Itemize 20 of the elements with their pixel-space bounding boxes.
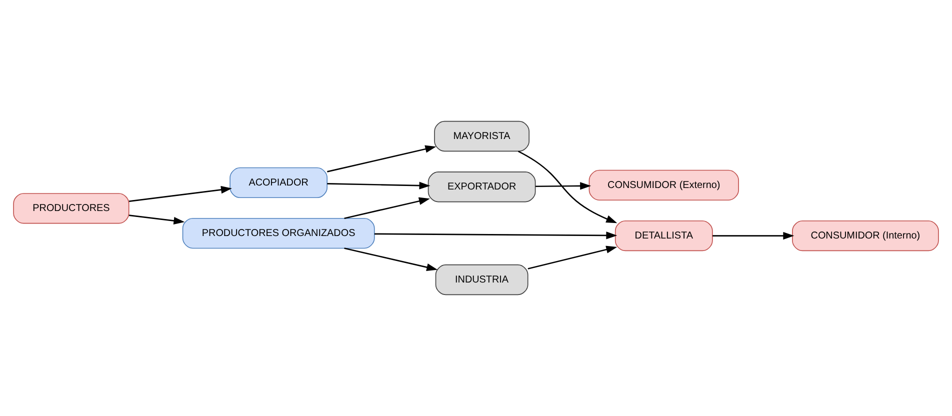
arrow bbox=[528, 246, 618, 270]
node-box: PRODUCTORES ORGANIZADOS bbox=[182, 218, 375, 249]
node-box: INDUSTRIA bbox=[435, 264, 528, 296]
arrow bbox=[536, 182, 592, 190]
arrow bbox=[327, 182, 430, 190]
node-box: ACOPIADOR bbox=[230, 167, 328, 198]
arrow bbox=[128, 214, 185, 225]
node-box: DETALLISTA bbox=[614, 220, 713, 252]
arrow bbox=[374, 232, 618, 240]
arrow bbox=[344, 197, 430, 219]
arrow bbox=[344, 248, 438, 272]
node-box: EXPORTADOR bbox=[428, 172, 536, 202]
node-box: PRODUCTORES bbox=[13, 193, 130, 224]
node-box: CONSUMIDOR (Externo) bbox=[588, 170, 739, 201]
arrow bbox=[712, 232, 794, 240]
node-box: MAYORISTA bbox=[434, 120, 530, 152]
arrow bbox=[128, 186, 232, 202]
arrow bbox=[327, 145, 436, 172]
arrow bbox=[518, 150, 618, 224]
node-box: CONSUMIDOR (Interno) bbox=[792, 220, 939, 252]
